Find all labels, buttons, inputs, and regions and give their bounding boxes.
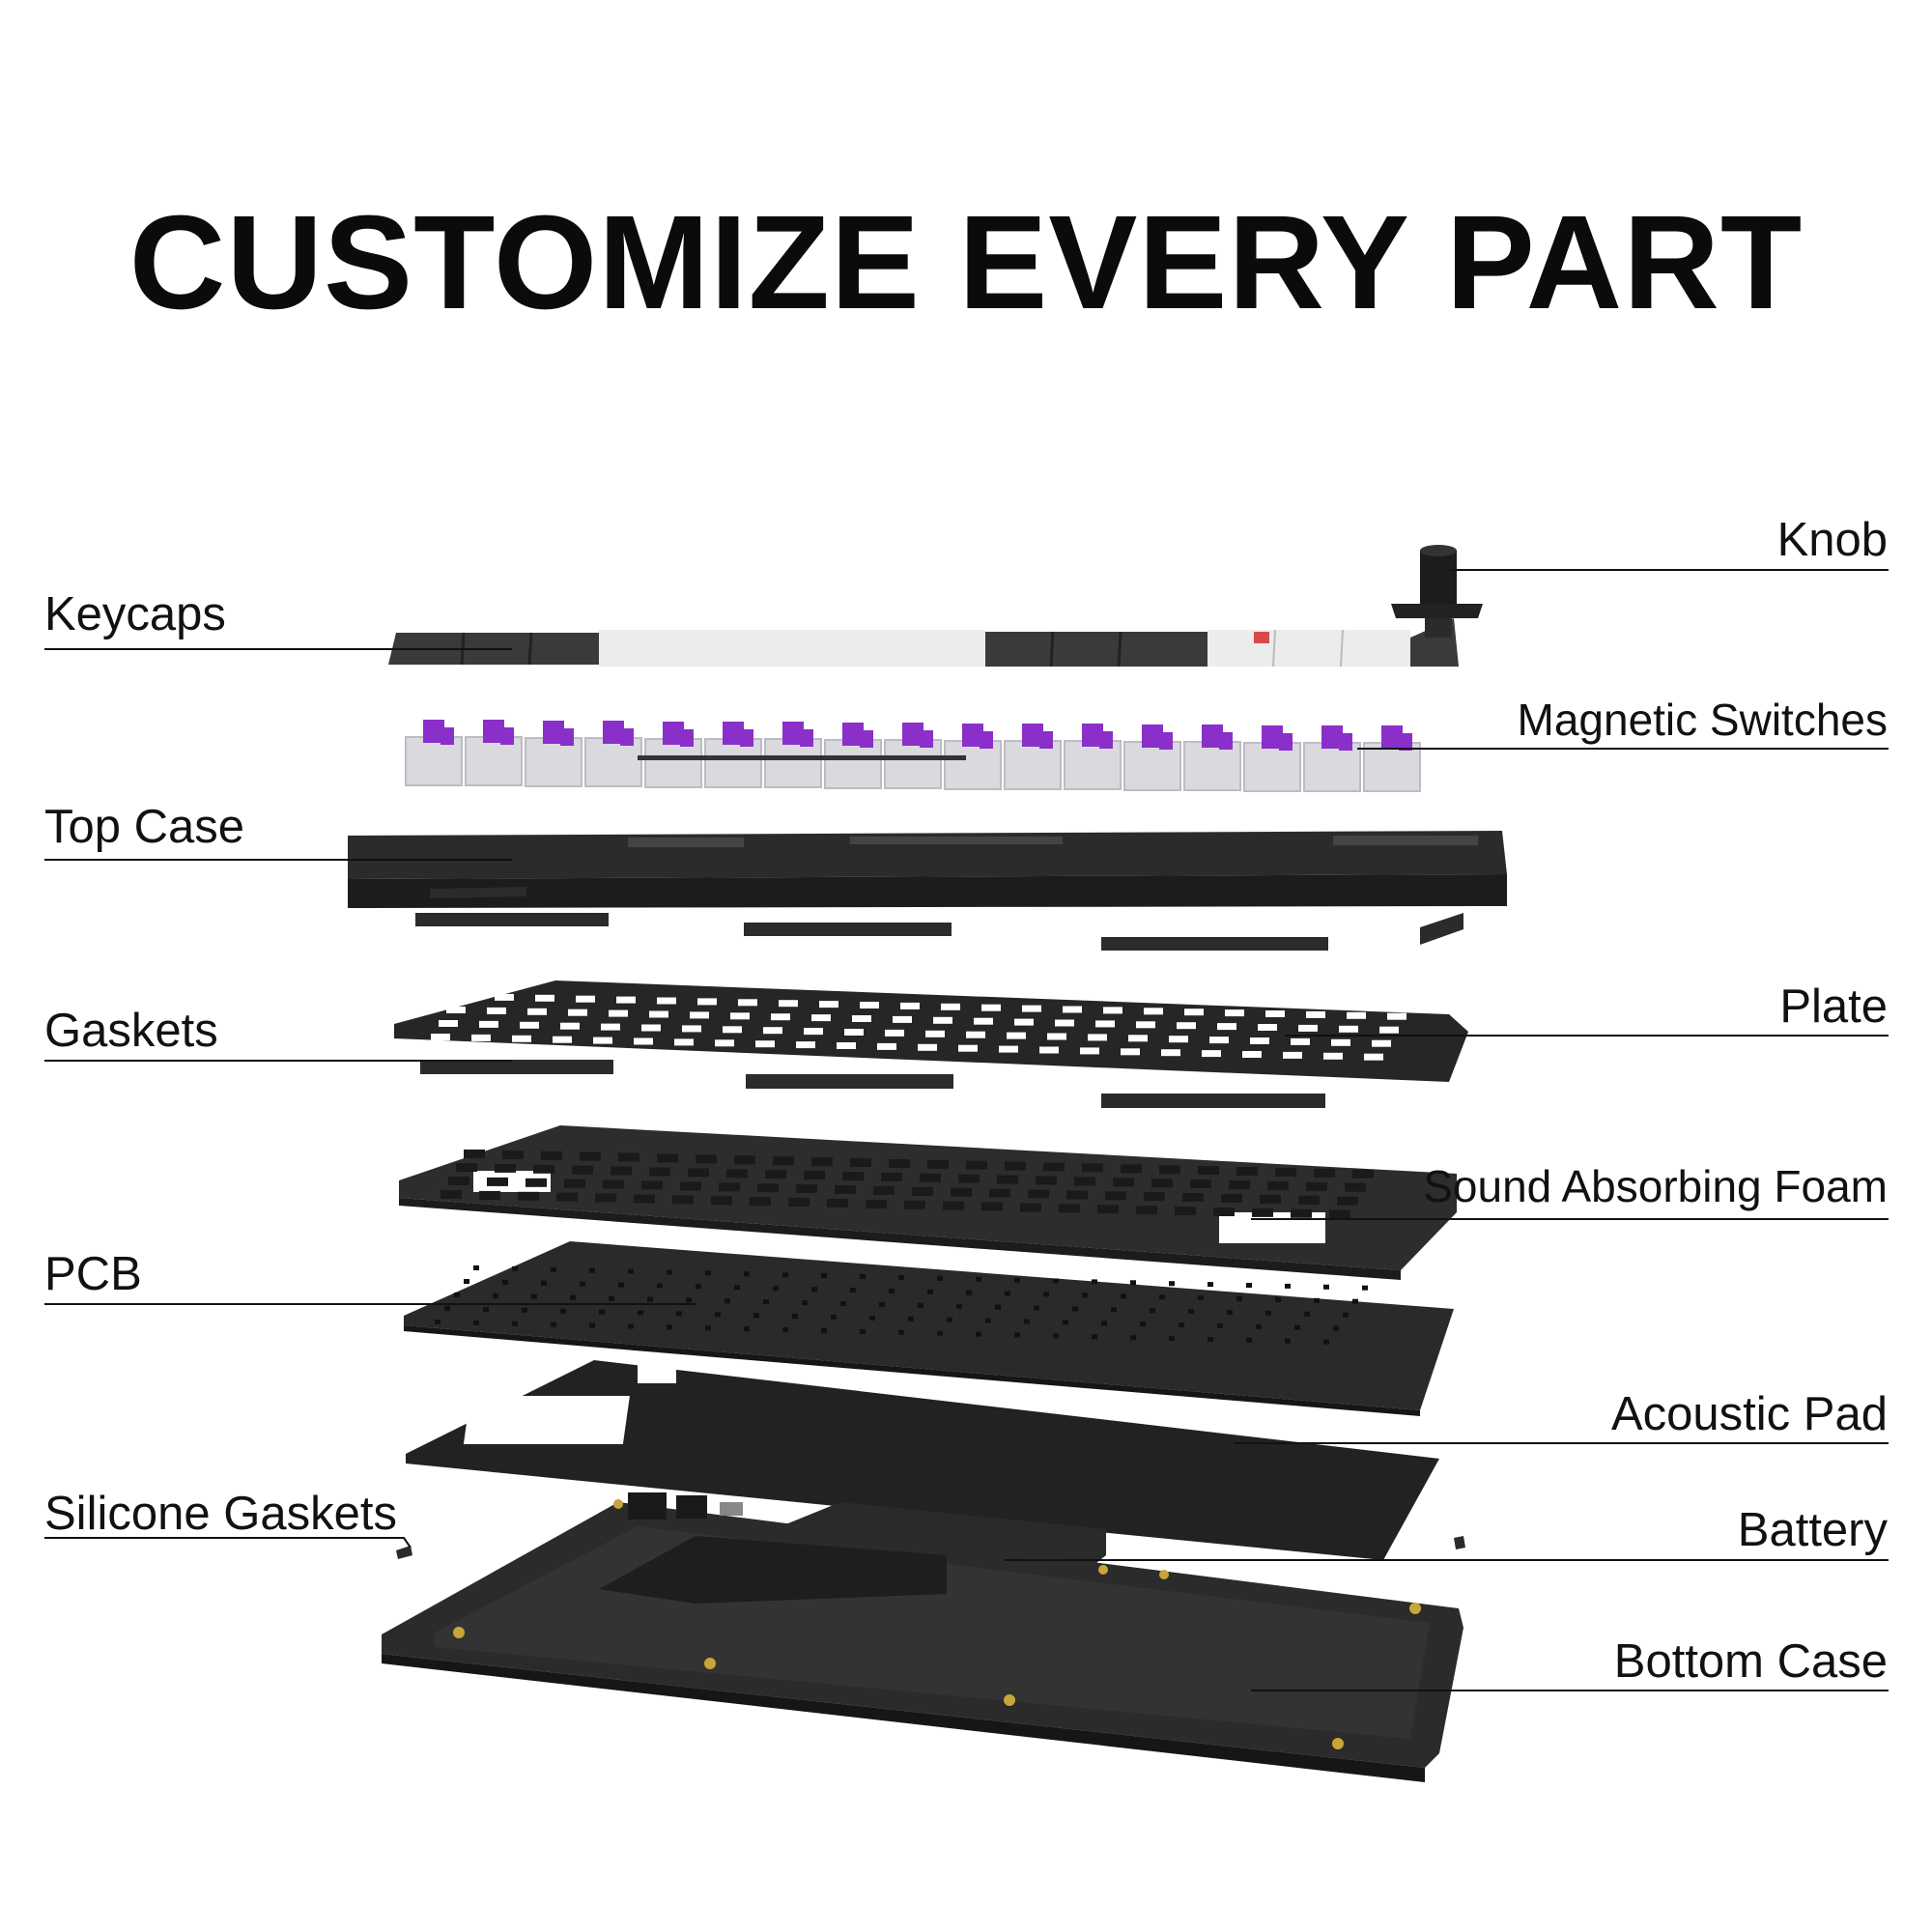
switch <box>644 722 702 788</box>
switch <box>1064 724 1122 790</box>
label-plate: Plate <box>1779 980 1888 1033</box>
knob-part <box>1391 545 1483 638</box>
pcb-part <box>404 1241 1454 1416</box>
label-bottom-case: Bottom Case <box>1613 1635 1888 1688</box>
switch <box>1004 724 1062 790</box>
switch <box>1183 724 1241 791</box>
label-acoustic-pad: Acoustic Pad <box>1611 1388 1888 1440</box>
label-pcb: PCB <box>44 1248 142 1300</box>
label-keycaps: Keycaps <box>44 588 226 640</box>
switch <box>764 722 822 788</box>
lower-gaskets <box>420 1060 1325 1108</box>
label-battery: Battery <box>1737 1504 1888 1556</box>
switch <box>525 721 582 787</box>
leader-silicone-gaskets <box>44 1537 412 1548</box>
switch <box>824 723 882 789</box>
leader-lines <box>44 569 1889 1691</box>
switch <box>465 720 523 786</box>
switch <box>1363 725 1421 792</box>
sound-absorbing-foam-part <box>399 1125 1457 1280</box>
switch <box>884 723 942 789</box>
label-sound-absorbing-foam: Sound Absorbing Foam <box>1423 1161 1888 1211</box>
switch <box>1303 725 1361 792</box>
bottom-case-part <box>382 1492 1463 1782</box>
acoustic-pad-part <box>406 1360 1439 1560</box>
keycaps-layer <box>388 618 1459 668</box>
upper-gaskets <box>415 887 1463 951</box>
top-case-part <box>348 831 1507 908</box>
silicone-gaskets-part <box>396 1536 1465 1559</box>
label-magnetic-switches: Magnetic Switches <box>1517 695 1889 745</box>
magnetic-switches-layer <box>405 720 1421 792</box>
switch <box>405 720 463 786</box>
label-silicone-gaskets: Silicone Gaskets <box>44 1488 397 1540</box>
switch <box>1123 724 1181 791</box>
label-knob: Knob <box>1776 514 1888 566</box>
switch <box>704 722 762 788</box>
switch <box>944 724 1002 790</box>
switch <box>1243 725 1301 792</box>
label-gaskets: Gaskets <box>44 1005 218 1057</box>
label-top-case: Top Case <box>44 801 245 853</box>
page-title: CUSTOMIZE EVERY PART <box>128 188 1804 337</box>
switch <box>584 721 642 787</box>
plate-part <box>394 980 1468 1082</box>
